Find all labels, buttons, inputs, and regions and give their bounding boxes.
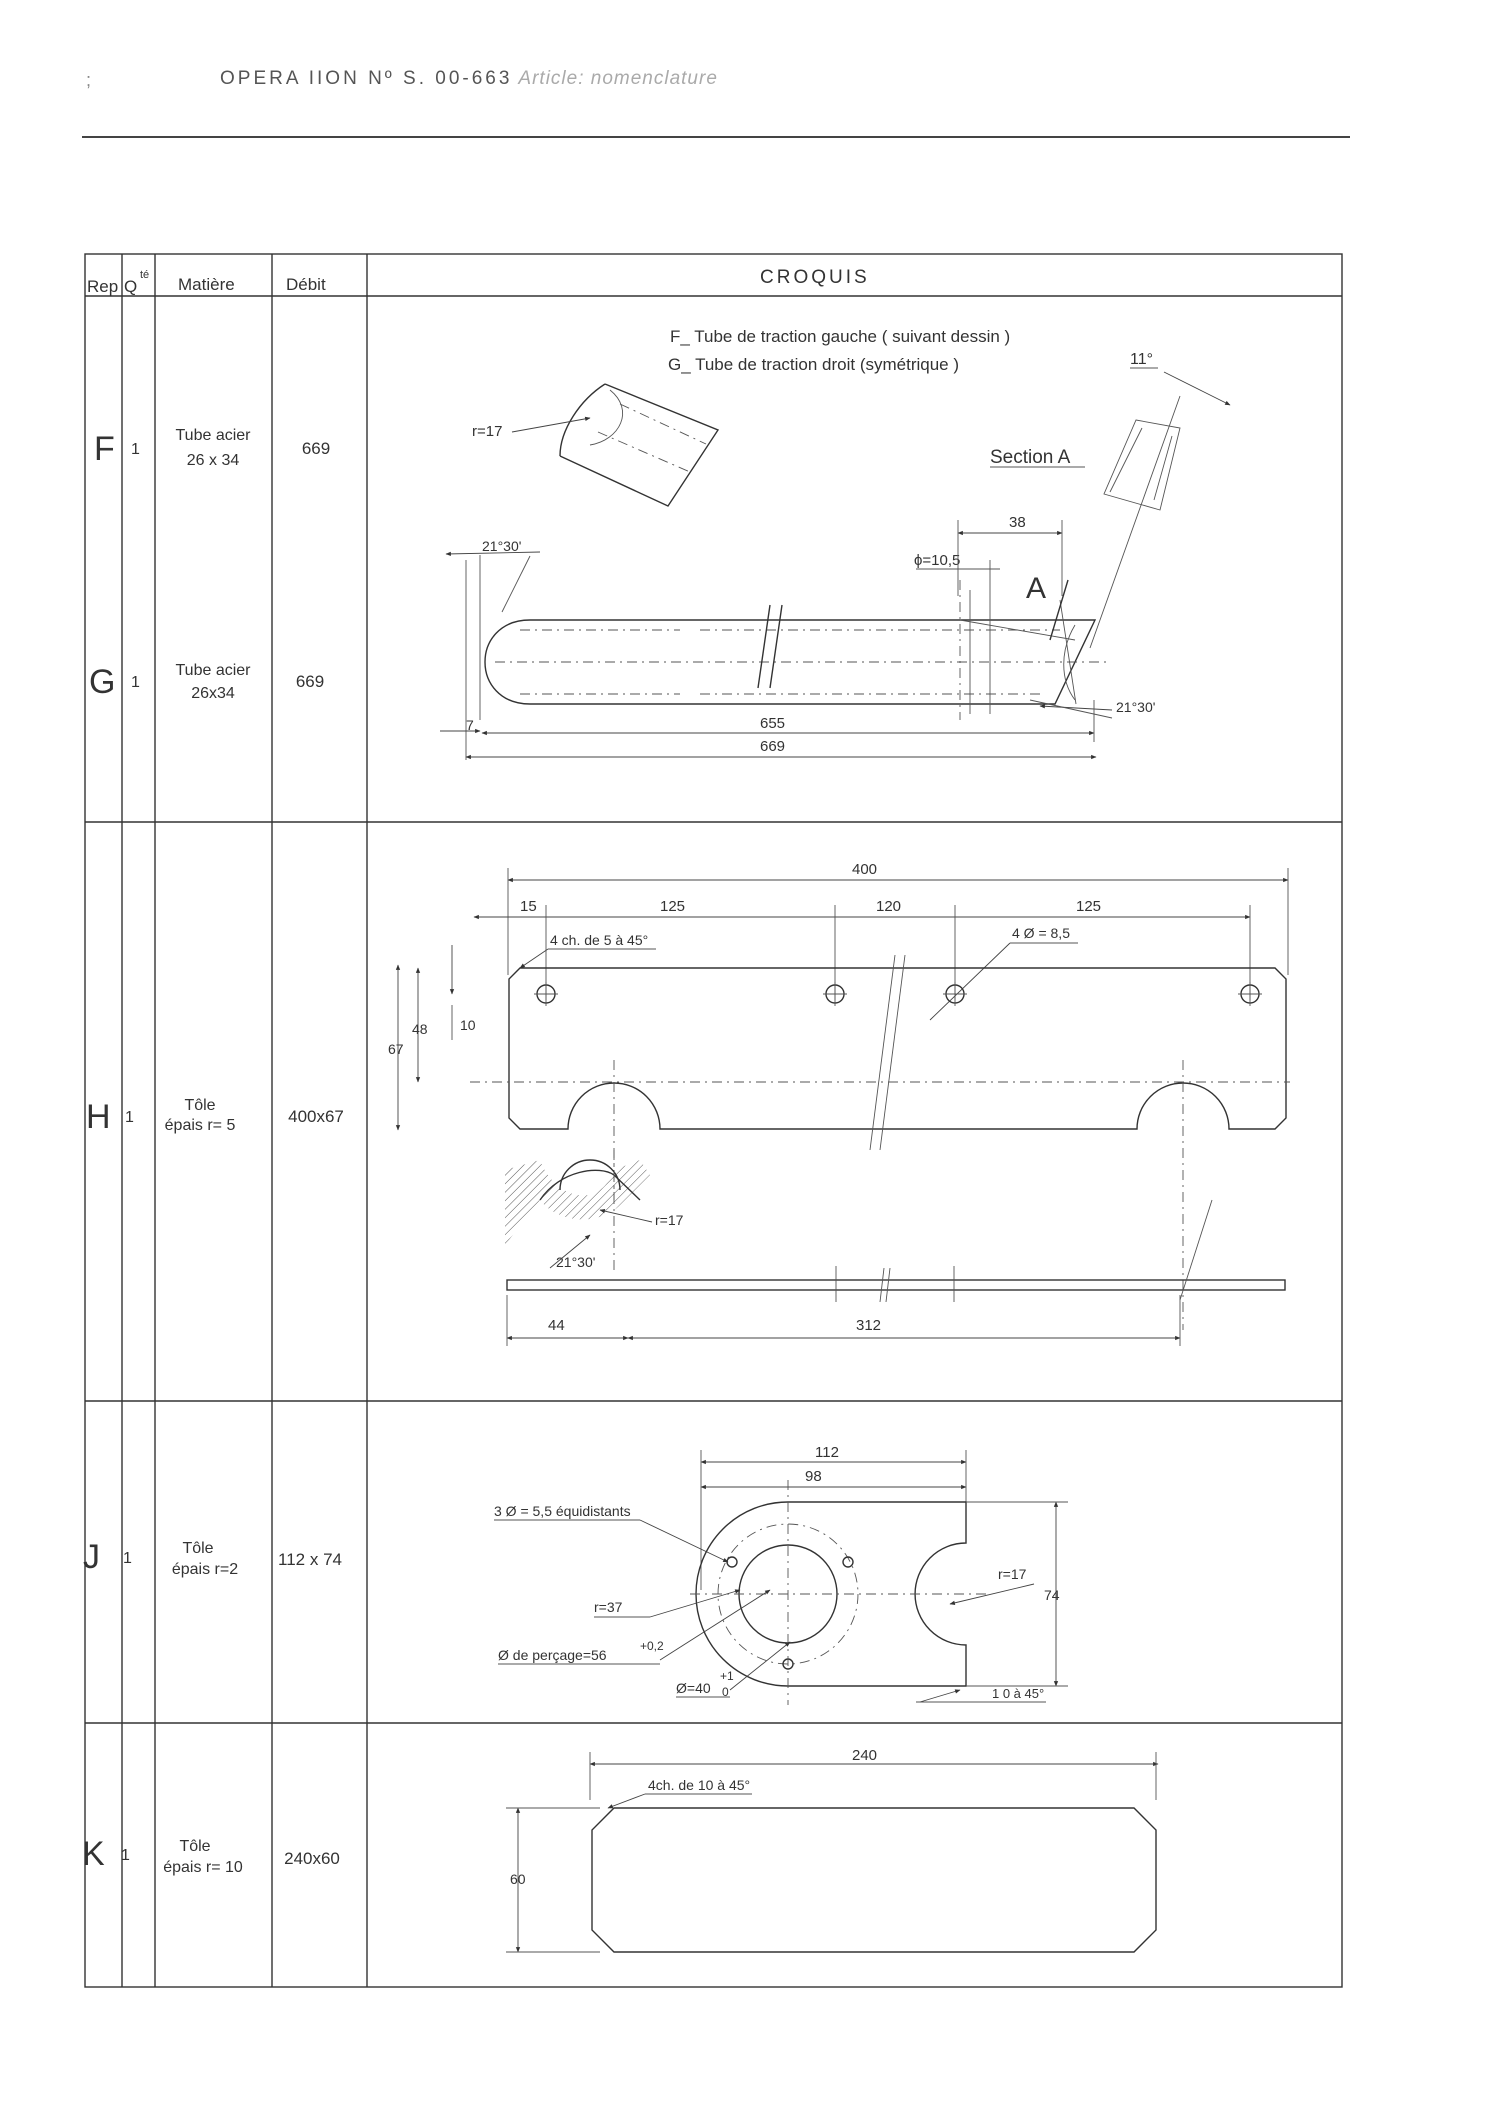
plate-h-side-view bbox=[506, 1279, 1286, 1291]
plate-j-hole-2 bbox=[842, 1556, 854, 1568]
dim-fg-phi: ϕ=10,5 bbox=[914, 552, 960, 569]
col-header-qte: Q bbox=[124, 277, 137, 296]
dim-h-44: 44 bbox=[548, 1317, 565, 1334]
plate-h-notch-detail: r=17 21°30' bbox=[505, 1150, 684, 1270]
dim-h-angle: 21°30' bbox=[556, 1254, 595, 1270]
row-k-matiere-2: épais r= 10 bbox=[163, 1859, 243, 1876]
row-k-rep: K bbox=[82, 1835, 105, 1873]
row-k-debit: 240x60 bbox=[284, 1849, 340, 1868]
dim-j-drill-tol: +0,2 bbox=[640, 1639, 664, 1653]
dim-fg-669: 669 bbox=[760, 738, 785, 755]
dim-h-holes: 4 Ø = 8,5 bbox=[1012, 925, 1070, 941]
dim-k-240: 240 bbox=[852, 1747, 877, 1764]
dim-fg-angle-left: 21°30' bbox=[482, 538, 521, 554]
dim-fg-11deg: 11° bbox=[1130, 351, 1153, 368]
header-title: OPERA IION Nº S. 00-663 bbox=[220, 68, 513, 89]
row-g-debit: 669 bbox=[296, 672, 324, 691]
col-header-croquis: CROQUIS bbox=[760, 267, 870, 288]
dim-fg-655: 655 bbox=[760, 715, 785, 732]
row-g-matiere-1: Tube acier bbox=[176, 662, 252, 679]
row-j-matiere-2: épais r=2 bbox=[172, 1561, 238, 1578]
dim-k-chamfer: 4ch. de 10 à 45° bbox=[648, 1777, 750, 1793]
row-f-matiere-2: 26 x 34 bbox=[187, 452, 240, 469]
row-f-qte: 1 bbox=[131, 441, 140, 458]
tube-dimensions: 21°30' ϕ=10,5 38 A 21°30' 7 655 669 bbox=[440, 514, 1155, 760]
row-h-debit: 400x67 bbox=[288, 1107, 344, 1126]
row-j-qte: 1 bbox=[123, 1550, 132, 1567]
header-mark: ; bbox=[86, 70, 92, 90]
dim-h-67: 67 bbox=[388, 1041, 404, 1057]
dim-h-10: 10 bbox=[460, 1017, 476, 1033]
row-k-qte: 1 bbox=[121, 1847, 130, 1864]
sketch-fg-line2: G_ Tube de traction droit (symétrique ) bbox=[668, 355, 959, 374]
row-k-matiere-1: Tôle bbox=[179, 1838, 210, 1855]
row-j-matiere-1: Tôle bbox=[182, 1540, 213, 1557]
dim-h-chamfer: 4 ch. de 5 à 45° bbox=[550, 932, 648, 948]
plate-j-hole-1 bbox=[726, 1556, 738, 1568]
plate-j-outline bbox=[695, 1501, 967, 1687]
row-f-debit: 669 bbox=[302, 439, 330, 458]
dim-j-112: 112 bbox=[815, 1444, 839, 1461]
row-g-matiere-2: 26x34 bbox=[191, 685, 235, 702]
dim-h-125b: 125 bbox=[1076, 898, 1101, 915]
dim-j-phi40: Ø=40 bbox=[676, 1680, 711, 1696]
dim-fg-38: 38 bbox=[1009, 514, 1026, 531]
col-header-qte-sup: té bbox=[140, 269, 149, 281]
table-grid bbox=[84, 253, 1343, 1988]
section-a-mark: A bbox=[1026, 572, 1046, 605]
row-h-rep: H bbox=[86, 1098, 111, 1136]
section-a-detail: 11° Section A bbox=[990, 351, 1231, 649]
plate-j-bolt-circle bbox=[717, 1523, 859, 1665]
dim-j-98: 98 bbox=[805, 1468, 822, 1485]
dim-h-15: 15 bbox=[520, 898, 537, 915]
dim-h-125a: 125 bbox=[660, 898, 685, 915]
header-subtitle: Article: nomenclature bbox=[518, 68, 718, 89]
dim-j-r17: r=17 bbox=[998, 1566, 1027, 1582]
sketch-plate-j: 112 98 3 Ø = 5,5 équidistants r=17 74 r=… bbox=[494, 1444, 1068, 1705]
dim-fg-7: 7 bbox=[466, 717, 474, 733]
tube-main-view bbox=[484, 560, 1110, 720]
plate-k-outline bbox=[591, 1807, 1157, 1953]
dim-h-r17: r=17 bbox=[655, 1212, 684, 1228]
row-j-rep: J bbox=[83, 1538, 100, 1576]
dim-fg-r17: r=17 bbox=[472, 423, 502, 440]
sketch-plate-h: 400 15 125 120 125 4 ch. de 5 à 45° 4 Ø … bbox=[388, 861, 1290, 1346]
dim-h-312: 312 bbox=[856, 1317, 881, 1334]
dim-j-holes: 3 Ø = 5,5 équidistants bbox=[494, 1503, 631, 1519]
col-header-rep: Rep bbox=[87, 277, 118, 296]
table-border bbox=[84, 253, 1343, 1988]
header-rule bbox=[82, 136, 1350, 138]
dim-j-74: 74 bbox=[1044, 1587, 1060, 1603]
row-h-matiere-2: épais r= 5 bbox=[165, 1117, 236, 1134]
dim-h-400: 400 bbox=[852, 861, 877, 878]
tube-end-detail: r=17 bbox=[472, 383, 720, 507]
col-header-matiere: Matière bbox=[178, 275, 235, 294]
sketch-fg-line1: F_ Tube de traction gauche ( suivant des… bbox=[670, 327, 1010, 346]
row-h-matiere-1: Tôle bbox=[184, 1097, 215, 1114]
section-a-label: Section A bbox=[990, 447, 1071, 468]
sketch-tube-fg: F_ Tube de traction gauche ( suivant des… bbox=[440, 327, 1231, 760]
plate-h-outline bbox=[508, 967, 1287, 1130]
row-f-matiere-1: Tube acier bbox=[176, 427, 252, 444]
col-header-debit: Débit bbox=[286, 275, 326, 294]
dim-j-phi40-tol: +1 bbox=[720, 1669, 734, 1683]
row-h-qte: 1 bbox=[125, 1109, 134, 1126]
sketch-plate-k: 240 4ch. de 10 à 45° 60 bbox=[506, 1747, 1159, 1953]
dim-h-48: 48 bbox=[412, 1021, 428, 1037]
row-g-rep: G bbox=[89, 663, 115, 701]
dim-j-r37: r=37 bbox=[594, 1599, 623, 1615]
dim-j-drill: Ø de perçage=56 bbox=[498, 1647, 607, 1663]
row-g-qte: 1 bbox=[131, 674, 140, 691]
row-j-debit: 112 x 74 bbox=[278, 1550, 342, 1569]
row-f-rep: F bbox=[94, 430, 115, 468]
dim-h-120: 120 bbox=[876, 898, 901, 915]
dim-j-chamfer: 1 0 à 45° bbox=[992, 1686, 1044, 1701]
dim-j-phi40-tol2: 0 bbox=[722, 1685, 729, 1699]
dim-fg-angle-right: 21°30' bbox=[1116, 699, 1155, 715]
